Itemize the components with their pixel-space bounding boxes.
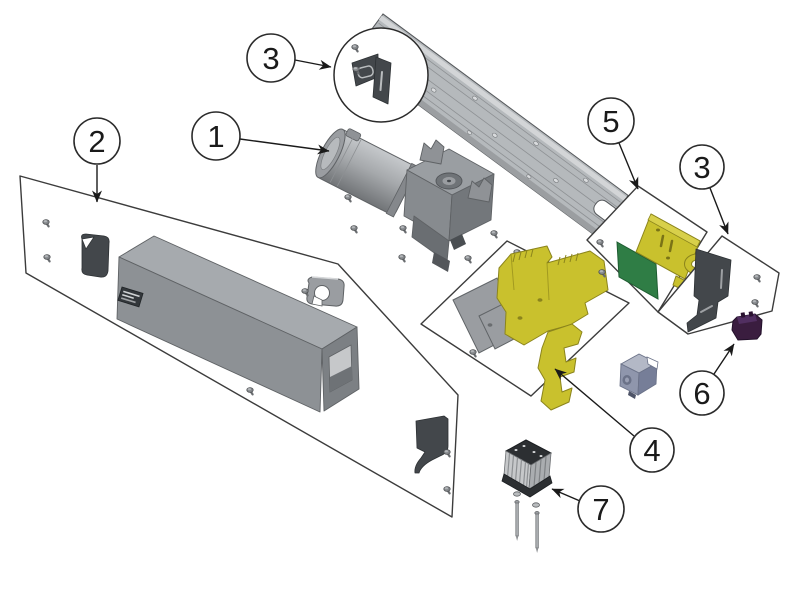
- callout-number: 1: [207, 119, 224, 154]
- detail-view-circle: [333, 27, 429, 123]
- callout-circle: [679, 144, 725, 190]
- callout-circle: [587, 97, 635, 145]
- callout-circle: [191, 111, 241, 161]
- callout-arrow: [618, 142, 639, 190]
- callout-4: 4: [554, 368, 675, 473]
- battery-base: [501, 473, 553, 498]
- chassis-bracket-yellow: [496, 245, 609, 411]
- cover-label: [117, 286, 144, 308]
- detail-bracket-dark: [351, 53, 392, 105]
- cover-channel-shadow: [330, 366, 352, 392]
- cable-clip-bracket: [300, 276, 345, 307]
- cover-front-face: [116, 256, 323, 413]
- callout-circle: [246, 33, 296, 83]
- callout-number: 7: [592, 492, 609, 527]
- callout-circle: [73, 117, 121, 165]
- mount-tower: [419, 139, 445, 165]
- chassis-panel-assembly: [420, 229, 630, 411]
- callout-number: 5: [602, 104, 619, 139]
- motor-assembly: [315, 128, 495, 272]
- screw: [343, 193, 353, 203]
- chassis-foot-yellow: [537, 323, 583, 411]
- angle-bracket-dark: [686, 248, 732, 333]
- circuit-board-green: [616, 241, 659, 300]
- motor-cylinder: [315, 128, 420, 218]
- battery-screw: [513, 491, 521, 541]
- screw: [397, 253, 407, 263]
- callout-3a: 3: [246, 33, 332, 83]
- bracket-notch: [81, 236, 95, 250]
- callout-number: 6: [693, 376, 710, 411]
- cover-panel-assembly: [19, 175, 459, 518]
- small-component-purple: [731, 311, 763, 341]
- callout-number: 2: [88, 124, 105, 159]
- mount-tower: [467, 177, 493, 203]
- callout-1: 1: [191, 111, 330, 161]
- callout-6: 6: [679, 343, 735, 416]
- small-box-component: [619, 353, 659, 399]
- callout-number: 3: [262, 41, 279, 76]
- callout-arrow: [554, 368, 635, 437]
- screw: [349, 224, 359, 234]
- angle-bracket-panel: [657, 235, 780, 335]
- battery-pack: [501, 439, 553, 498]
- callout-arrow: [239, 138, 330, 155]
- callout-arrow: [551, 488, 581, 502]
- callout-7: 7: [551, 485, 625, 533]
- callout-circle: [577, 485, 625, 533]
- callout-3b: 3: [679, 144, 729, 235]
- callout-number: 3: [693, 150, 710, 185]
- screw: [463, 254, 473, 264]
- screw: [398, 224, 408, 234]
- gearbox: [403, 139, 495, 272]
- callout-arrow: [709, 187, 729, 235]
- housing-cover: [116, 235, 360, 413]
- callout-2: 2: [73, 117, 121, 203]
- callout-number: 4: [643, 433, 660, 468]
- callout-circle: [629, 427, 675, 473]
- screw: [489, 229, 499, 239]
- battery-screw: [532, 502, 540, 553]
- callout-circle: [679, 370, 725, 416]
- callout-5: 5: [587, 97, 639, 190]
- callout-arrow: [294, 59, 332, 70]
- callout-arrow: [713, 343, 735, 375]
